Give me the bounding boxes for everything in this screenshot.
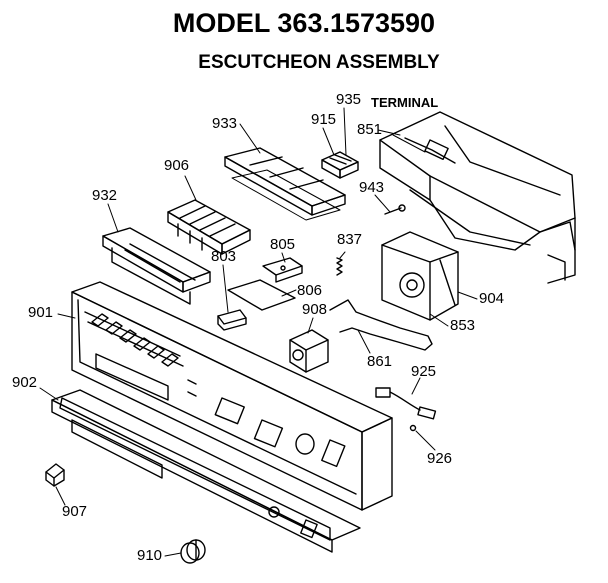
part-901-control-panel bbox=[71, 281, 393, 511]
label-853: 853 bbox=[450, 317, 476, 334]
part-806-insulator bbox=[227, 279, 296, 311]
label-915: 915 bbox=[311, 111, 337, 128]
label-901: 901 bbox=[28, 304, 54, 321]
label-terminal: TERMINAL bbox=[371, 95, 439, 110]
label-806: 806 bbox=[297, 282, 323, 299]
diagram-title: MODEL 363.1573590 bbox=[172, 8, 436, 38]
label-925: 925 bbox=[411, 363, 437, 380]
label-803: 803 bbox=[211, 248, 237, 265]
label-907: 907 bbox=[62, 503, 88, 520]
label-935: 935 bbox=[336, 91, 362, 108]
label-908: 908 bbox=[302, 301, 328, 318]
label-943: 943 bbox=[359, 179, 385, 196]
part-926-spring-clip bbox=[409, 424, 417, 432]
part-943-screw bbox=[384, 204, 406, 215]
label-805: 805 bbox=[270, 236, 296, 253]
label-933: 933 bbox=[212, 115, 238, 132]
label-926: 926 bbox=[427, 450, 453, 467]
part-906-switch-block bbox=[167, 199, 251, 255]
part-805-bracket bbox=[262, 257, 303, 283]
part-851-housing bbox=[379, 111, 576, 284]
part-803-clip bbox=[217, 309, 247, 331]
diagram-subtitle: ESCUTCHEON ASSEMBLY bbox=[198, 52, 440, 73]
leader-lines bbox=[39, 107, 478, 557]
part-915-terminal-block bbox=[321, 151, 359, 179]
label-910: 910 bbox=[137, 547, 163, 564]
part-902-lower-panel bbox=[51, 389, 361, 553]
label-906: 906 bbox=[164, 157, 190, 174]
part-907-insert bbox=[45, 463, 65, 487]
part-908-motor bbox=[289, 329, 329, 373]
label-837: 837 bbox=[337, 231, 363, 248]
part-837-spring bbox=[336, 257, 343, 276]
part-910-knob bbox=[180, 539, 206, 564]
part-933-tray bbox=[224, 147, 346, 221]
part-861-link-arm bbox=[329, 299, 433, 351]
label-861: 861 bbox=[367, 353, 393, 370]
label-904: 904 bbox=[479, 290, 505, 307]
part-925-harness bbox=[375, 387, 437, 420]
label-932: 932 bbox=[92, 187, 118, 204]
label-851: 851 bbox=[357, 121, 383, 138]
part-932-button-carrier bbox=[102, 227, 211, 305]
label-902: 902 bbox=[12, 374, 38, 391]
part-904-timer bbox=[381, 231, 459, 321]
